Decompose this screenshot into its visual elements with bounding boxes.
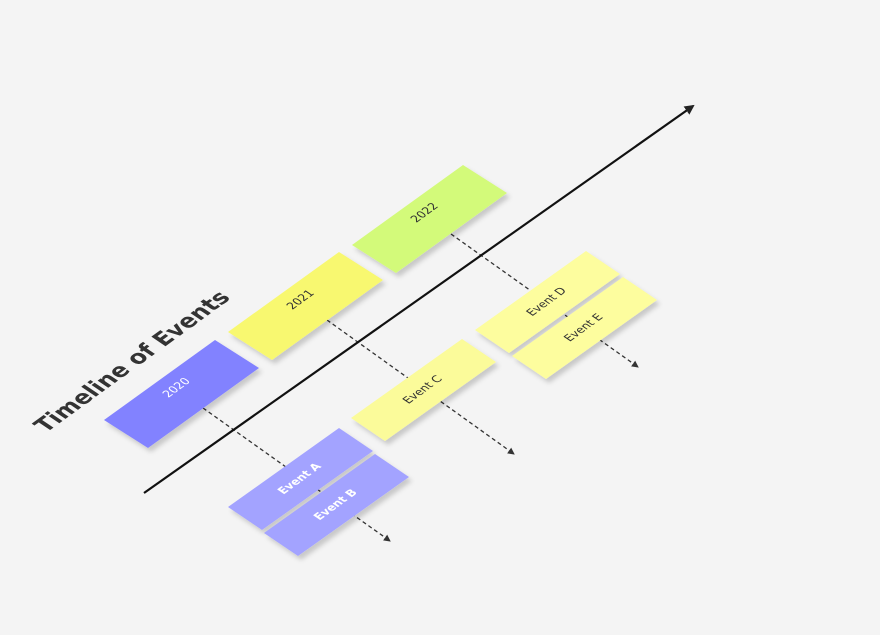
year-card-2020: 2020 [104, 340, 259, 448]
event-card-event-e: Event E [512, 277, 657, 379]
event-card-event-c: Event C [351, 339, 496, 441]
year-card-2021: 2021 [228, 252, 383, 360]
timeline-axis [143, 104, 695, 494]
event-card-event-d: Event D [475, 251, 620, 353]
year-card-2022: 2022 [352, 165, 507, 273]
